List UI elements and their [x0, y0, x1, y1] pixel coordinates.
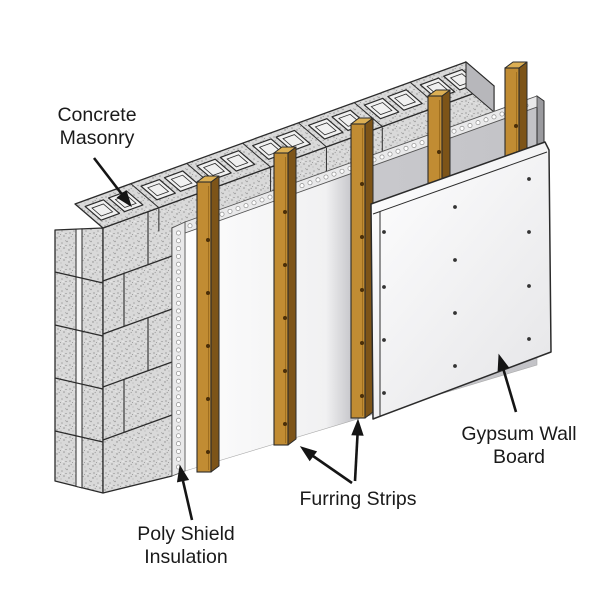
label-line: Insulation	[144, 546, 228, 568]
label-poly-shield-insulation: Poly Shield Insulation	[116, 523, 256, 569]
screw-dot	[453, 311, 457, 315]
label-line: Furring Strips	[299, 488, 417, 510]
concrete-masonry-wall	[54, 60, 495, 494]
label-line: Masonry	[59, 127, 135, 149]
screw-dot	[453, 258, 457, 262]
screw-dot	[453, 364, 457, 368]
screw-dot	[382, 230, 386, 234]
screw-dot	[527, 337, 531, 341]
label-line: Concrete	[57, 104, 137, 126]
screw-dot	[527, 230, 531, 234]
furring-arrow-left	[299, 446, 353, 485]
leader-arrows	[92, 157, 518, 521]
label-line: Gypsum Wall	[461, 423, 577, 445]
label-concrete-masonry: Concrete Masonry	[27, 104, 167, 150]
screw-dot	[527, 284, 531, 288]
furring-strip	[196, 175, 220, 473]
screw-dot	[527, 177, 531, 181]
gypsum-wall-board	[370, 141, 552, 420]
furring-arrow-right	[351, 418, 364, 482]
screw-dot	[382, 285, 386, 289]
label-line: Poly Shield	[137, 523, 235, 545]
poly-shield-arrow	[176, 464, 194, 521]
furring-strip	[350, 117, 374, 419]
label-gypsum-wall-board: Gypsum Wall Board	[449, 423, 589, 469]
concrete-masonry-arrow	[92, 157, 132, 208]
label-line: Board	[492, 446, 546, 468]
gypsum-arrow	[497, 353, 518, 413]
screw-dot	[453, 205, 457, 209]
furring-strip	[273, 146, 297, 446]
screw-dot	[382, 391, 386, 395]
screw-dot	[382, 338, 386, 342]
label-furring-strips: Furring Strips	[288, 488, 428, 511]
